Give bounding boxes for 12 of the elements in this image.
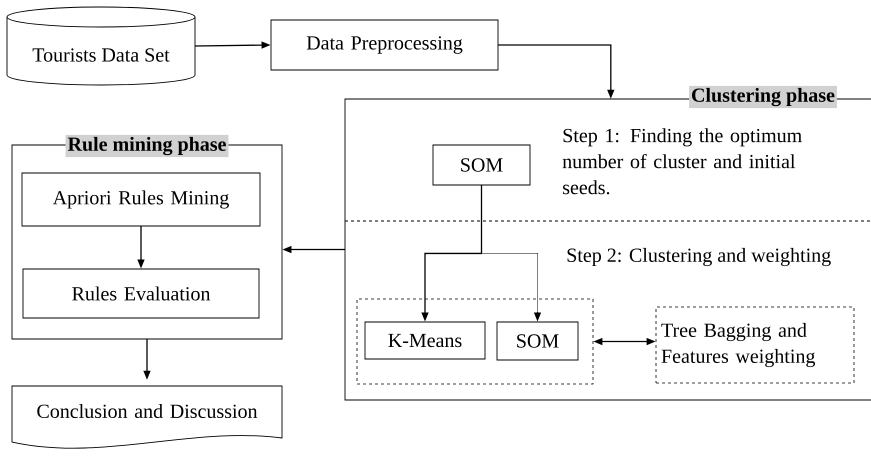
process-box: Data Preprocessing (270, 20, 498, 70)
node-label: Step 2: Clustering and weighting (568, 248, 831, 266)
process-box: Apriori Rules Mining (22, 172, 260, 226)
process-box: SOM (496, 322, 578, 360)
process-box: K-Means (364, 322, 486, 360)
process-box: Rules Evaluation (22, 268, 260, 318)
node-label: Step 1: Finding the optimum number of cluster and initial seeds. (562, 128, 802, 194)
database-cylinder: Tourists Data Set (6, 6, 196, 86)
dashed-group-box (356, 298, 594, 384)
process-box: SOM (432, 144, 530, 186)
dashed-box: Tree Bagging and Features weighting (656, 306, 854, 384)
node-label: Tourists Data Set (32, 48, 170, 62)
